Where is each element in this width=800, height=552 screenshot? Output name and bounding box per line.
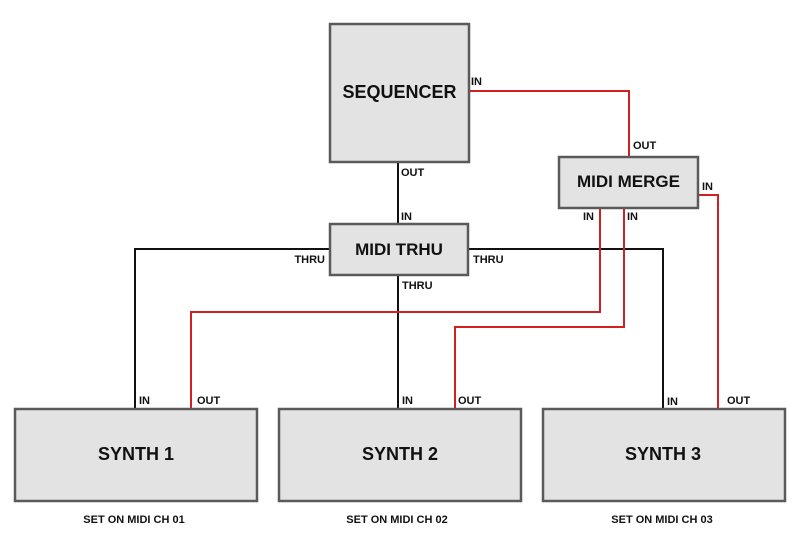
synth-3-caption: SET ON MIDI CH 03: [611, 514, 712, 526]
merge-wires: [190, 90, 719, 409]
synth-2-box: SYNTH 2: [277, 407, 523, 503]
synth-3-label: SYNTH 3: [625, 444, 701, 464]
midi-thru-thru-left-port: THRU: [294, 254, 325, 266]
midi-thru-thru-bottom-port: THRU: [402, 280, 433, 292]
synth-2-label: SYNTH 2: [362, 444, 438, 464]
wire-synth1-to-merge: [190, 208, 601, 409]
midi-thru-box: MIDI TRHU: [328, 222, 470, 277]
synth-1-label: SYNTH 1: [98, 444, 174, 464]
wire-merge-to-sequencer: [469, 90, 630, 157]
synth-2-out-port: OUT: [458, 395, 482, 407]
midi-merge-in-side-port: IN: [702, 181, 713, 193]
synth-2-caption: SET ON MIDI CH 02: [346, 514, 447, 526]
synth-1-box: SYNTH 1: [13, 407, 259, 503]
sequencer-out-port: OUT: [401, 167, 425, 179]
wire-synth3-to-merge: [698, 194, 719, 409]
synth-1-out-port: OUT: [197, 395, 221, 407]
sequencer-box: SEQUENCER: [328, 22, 471, 164]
midi-merge-out-port: OUT: [633, 140, 657, 152]
wire-thru-to-synth1: [134, 248, 330, 409]
midi-thru-label: MIDI TRHU: [355, 240, 443, 259]
synth-2-in-port: IN: [402, 395, 413, 407]
synth-1-caption: SET ON MIDI CH 01: [83, 514, 184, 526]
midi-merge-in-port-2: IN: [627, 211, 638, 223]
midi-merge-in-port-1: IN: [583, 211, 594, 223]
sequencer-in-port: IN: [471, 76, 482, 88]
midi-merge-box: MIDI MERGE: [557, 155, 700, 210]
synth-3-box: SYNTH 3: [541, 407, 787, 503]
synth-1-in-port: IN: [139, 395, 150, 407]
wire-synth2-to-merge: [454, 208, 625, 409]
synth-3-in-port: IN: [667, 396, 678, 408]
wire-thru-to-synth3: [468, 248, 664, 409]
sequencer-label: SEQUENCER: [342, 82, 456, 102]
midi-merge-label: MIDI MERGE: [577, 172, 680, 191]
thru-wires: [134, 162, 664, 409]
midi-thru-in-port: IN: [401, 211, 412, 223]
midi-thru-thru-right-port: THRU: [473, 254, 504, 266]
synth-3-out-port: OUT: [727, 395, 751, 407]
